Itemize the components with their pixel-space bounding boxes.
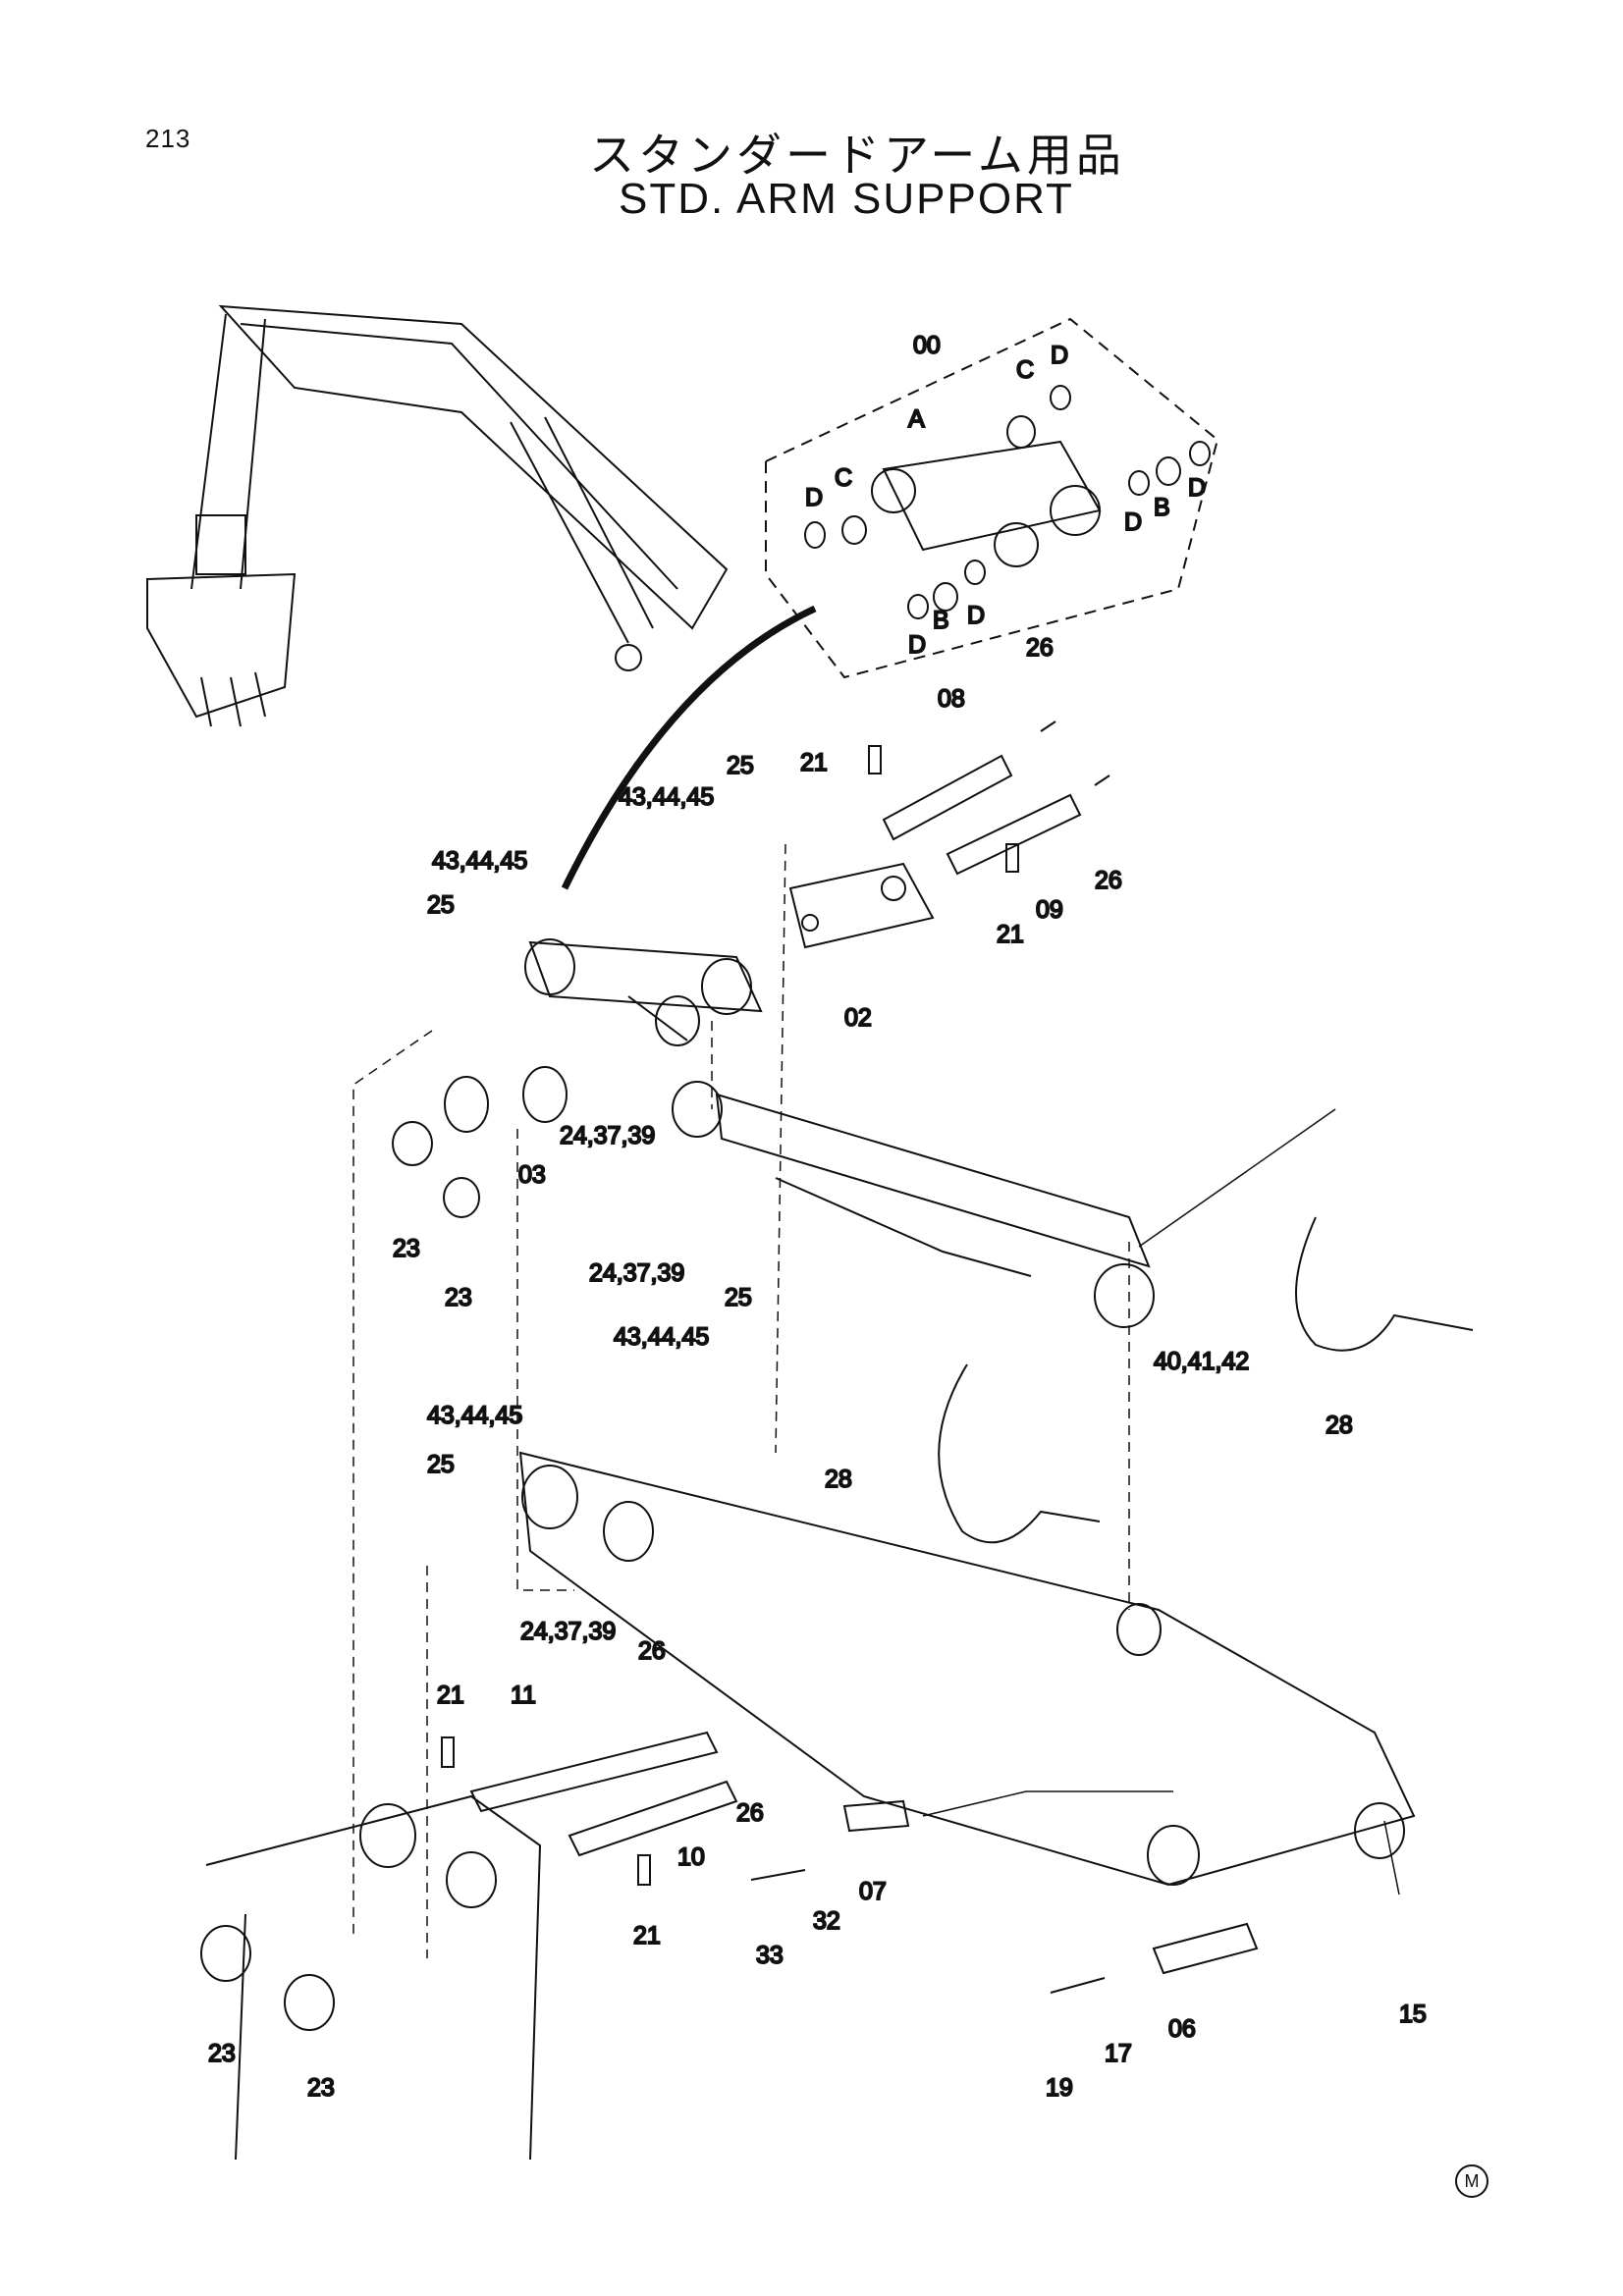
callout-10: 10 [677, 1843, 705, 1871]
callout-D: D [967, 602, 985, 629]
callout-26: 26 [1095, 867, 1122, 894]
callout-06: 06 [1168, 2015, 1196, 2043]
page-number: 213 [145, 124, 191, 153]
callout-A: A [908, 405, 925, 433]
callout-B: B [1154, 494, 1170, 521]
callout-17: 17 [1105, 2040, 1132, 2067]
link-assembly-kit [804, 385, 1211, 619]
callout-09: 09 [1036, 896, 1063, 924]
callout-00: 00 [913, 332, 941, 359]
callout-D: D [805, 484, 823, 511]
callout-40-41-42: 40,41,42 [1154, 1348, 1249, 1375]
bracket-02 [788, 862, 935, 949]
callout-23: 23 [307, 2074, 335, 2102]
callout-24-37-39: 24,37,39 [560, 1122, 655, 1149]
callout-02: 02 [844, 1004, 872, 1032]
hose-routing-curve [561, 605, 817, 890]
callout-21: 21 [633, 1922, 661, 1949]
callout-28: 28 [1325, 1412, 1353, 1439]
manufacturer-mark: M [1455, 2164, 1488, 2198]
callout-C: C [835, 464, 852, 492]
callout-B: B [933, 607, 949, 634]
pins-upper [868, 721, 1110, 876]
arm-link [524, 938, 763, 1046]
callout-26: 26 [736, 1799, 764, 1827]
excavator-overview [146, 304, 729, 727]
callout-32: 32 [813, 1907, 840, 1935]
hydraulic-cylinder [672, 1081, 1155, 1328]
callout-25: 25 [725, 1284, 752, 1311]
callout-08: 08 [938, 685, 965, 713]
callout-43-44-45: 43,44,45 [427, 1402, 522, 1429]
callout-26: 26 [1026, 634, 1054, 662]
callout-D: D [1188, 474, 1206, 502]
callout-26: 26 [638, 1637, 666, 1665]
callout-D: D [908, 631, 926, 659]
title-japanese: スタンダードアーム用品 [589, 129, 1125, 182]
callout-23: 23 [445, 1284, 472, 1311]
callout-28: 28 [825, 1466, 852, 1493]
callout-03: 03 [518, 1161, 546, 1189]
callout-21: 21 [437, 1682, 464, 1709]
callout-23: 23 [208, 2040, 236, 2067]
kit-dashed-box [765, 317, 1219, 679]
callout-19: 19 [1046, 2074, 1073, 2102]
solid-leaders [922, 1108, 1400, 1896]
callout-D: D [1124, 508, 1142, 536]
hose-28-right [1295, 1216, 1474, 1352]
callout-43-44-45: 43,44,45 [619, 783, 714, 811]
callout-07: 07 [859, 1878, 887, 1905]
callout-labels: 00 A C D C D D B D D B D 26 08 21 25 43,… [207, 331, 1428, 2103]
title-english: STD. ARM SUPPORT [619, 175, 1074, 223]
callout-43-44-45: 43,44,45 [614, 1323, 709, 1351]
boom-end-bracket [200, 1794, 542, 2161]
callout-15: 15 [1399, 2001, 1427, 2028]
callout-25: 25 [427, 891, 455, 919]
callout-23: 23 [393, 1235, 420, 1262]
callout-25: 25 [427, 1451, 455, 1478]
callout-24-37-39: 24,37,39 [589, 1259, 684, 1287]
callout-33: 33 [756, 1942, 784, 1969]
arm-boom [518, 1451, 1416, 1887]
hose-28-left [938, 1363, 1101, 1544]
pins-lower [441, 1731, 1259, 1994]
callout-21: 21 [997, 921, 1024, 948]
callout-21: 21 [800, 749, 828, 776]
callout-C: C [1016, 356, 1034, 384]
callout-25: 25 [727, 752, 754, 779]
bushing-03 [392, 1066, 568, 1218]
callout-24-37-39: 24,37,39 [520, 1618, 616, 1645]
leader-lines [352, 843, 1130, 1958]
callout-D: D [1051, 342, 1068, 369]
callout-11: 11 [511, 1682, 536, 1709]
callout-43-44-45: 43,44,45 [432, 847, 527, 875]
